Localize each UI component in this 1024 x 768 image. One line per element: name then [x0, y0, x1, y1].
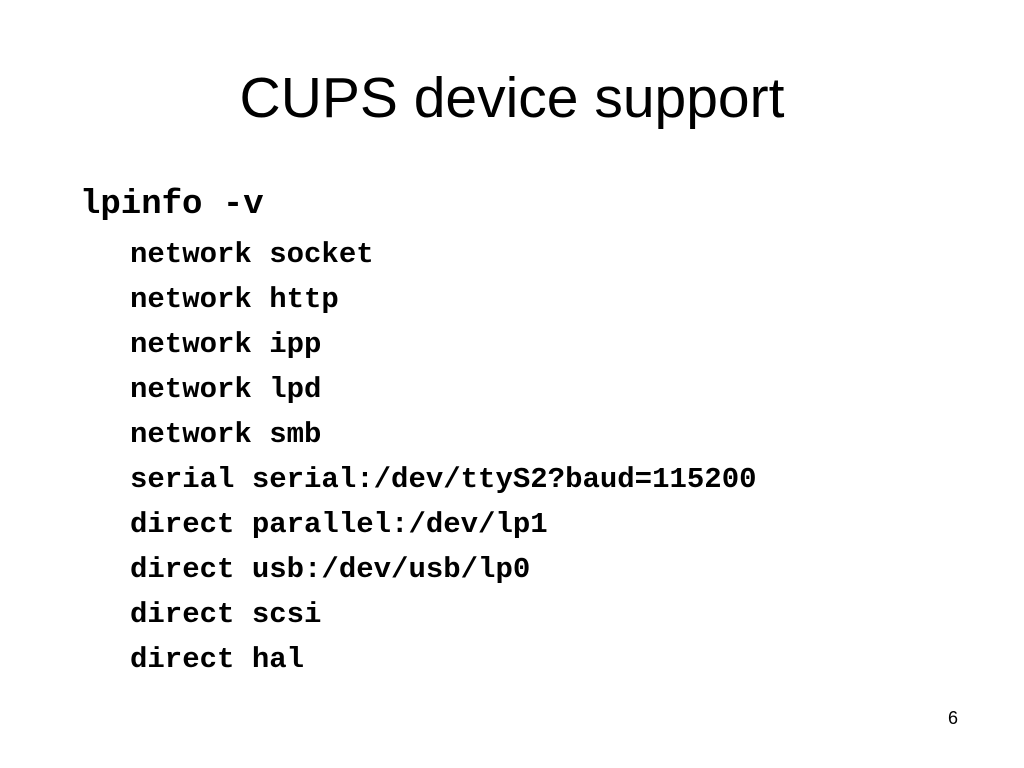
device-line-serial: serial serial:/dev/ttyS2?baud=115200: [130, 463, 757, 496]
device-line-direct-scsi: direct scsi: [130, 598, 322, 631]
device-line-network-lpd: network lpd: [130, 373, 322, 406]
device-line-direct-parallel: direct parallel:/dev/lp1: [130, 508, 548, 541]
device-line-direct-hal: direct hal: [130, 643, 305, 676]
device-line-direct-usb: direct usb:/dev/usb/lp0: [130, 553, 531, 586]
device-line-network-socket: network socket: [130, 238, 374, 271]
page-number: 6: [948, 708, 959, 728]
device-line-network-ipp: network ipp: [130, 328, 322, 361]
device-line-network-smb: network smb: [130, 418, 322, 451]
device-list: network socket network http network ipp …: [130, 232, 757, 682]
command-line: lpinfo -v: [80, 186, 264, 224]
slide-title: CUPS device support: [239, 66, 785, 130]
device-line-network-http: network http: [130, 283, 339, 316]
